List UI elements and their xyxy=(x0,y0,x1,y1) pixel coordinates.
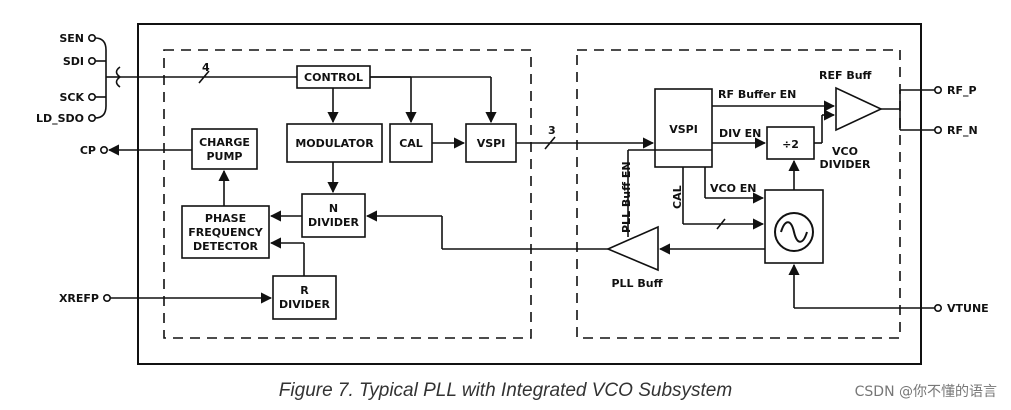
vco-en-label: VCO EN xyxy=(710,182,757,195)
sck-pin-label: SCK xyxy=(59,91,84,104)
figure-caption: Figure 7. Typical PLL with Integrated VC… xyxy=(278,380,733,401)
bus-width-4-label: 4 xyxy=(202,61,210,74)
sine-wave-icon xyxy=(780,221,808,243)
n-divider-label-1: N xyxy=(329,202,338,215)
ld-sdo-pin-label: LD_SDO xyxy=(36,112,84,125)
sck-pin xyxy=(88,93,97,102)
cal-block-label: CAL xyxy=(399,137,423,150)
ref-buffer-triangle xyxy=(835,86,883,132)
pll-buffer-triangle xyxy=(605,225,659,272)
vtune-pin-label: VTUNE xyxy=(947,302,989,315)
ref-buff-label: REF Buff xyxy=(819,69,872,82)
pll-subsystem-boundary xyxy=(163,49,532,339)
bus-width-3-label: 3 xyxy=(548,124,556,137)
r-divider-label-1: R xyxy=(300,284,309,297)
n-divider-label-2: DIVIDER xyxy=(308,216,359,229)
sen-pin xyxy=(88,33,97,42)
modulator-label: MODULATOR xyxy=(295,137,374,150)
vco-divider-label-2: DIVIDER xyxy=(820,158,871,171)
cal-signal-label: CAL xyxy=(671,185,684,209)
pfd-label-1: PHASE xyxy=(205,212,246,225)
rf-p-pin-label: RF_P xyxy=(947,84,977,97)
vco-subsystem-boundary xyxy=(576,49,901,339)
rf-n-pin xyxy=(933,126,942,135)
ld-sdo-pin xyxy=(88,114,97,123)
r-divider-label-2: DIVIDER xyxy=(279,298,330,311)
charge-pump-label-1: CHARGE xyxy=(199,136,250,149)
rf-n-pin-label: RF_N xyxy=(947,124,978,137)
vtune-pin xyxy=(933,303,942,312)
charge-pump-block xyxy=(191,128,258,170)
vspi-left-label: VSPI xyxy=(477,137,506,150)
sdi-pin-label: SDI xyxy=(63,55,84,68)
pll-buff-label: PLL Buff xyxy=(611,277,662,290)
pfd-block xyxy=(181,205,270,259)
xrefp-pin-label: XREFP xyxy=(59,292,99,305)
chip-boundary xyxy=(137,23,922,365)
vco-symbol-icon xyxy=(774,212,814,252)
rf-buffer-en-label: RF Buffer EN xyxy=(718,88,796,101)
vco-block xyxy=(764,189,824,264)
vco-divider-label-1: VCO xyxy=(832,145,858,158)
watermark: CSDN @你不懂的语言 xyxy=(854,384,997,400)
pll-buff-en-label: PLL Buff EN xyxy=(620,161,633,233)
pfd-label-3: DETECTOR xyxy=(193,240,259,253)
sdi-pin xyxy=(88,56,97,65)
sen-pin-label: SEN xyxy=(59,32,84,45)
xrefp-pin xyxy=(103,293,112,302)
vspi-right-label: VSPI xyxy=(669,123,698,136)
modulator-block xyxy=(286,123,383,163)
div2-label: ÷2 xyxy=(782,138,799,151)
pfd-label-2: FREQUENCY xyxy=(188,226,264,239)
control-label: CONTROL xyxy=(304,71,363,84)
cp-pin xyxy=(100,146,109,155)
rf-p-pin xyxy=(933,86,942,95)
div-en-label: DIV EN xyxy=(719,127,761,140)
charge-pump-label-2: PUMP xyxy=(206,150,242,163)
cp-pin-label: CP xyxy=(80,144,96,157)
